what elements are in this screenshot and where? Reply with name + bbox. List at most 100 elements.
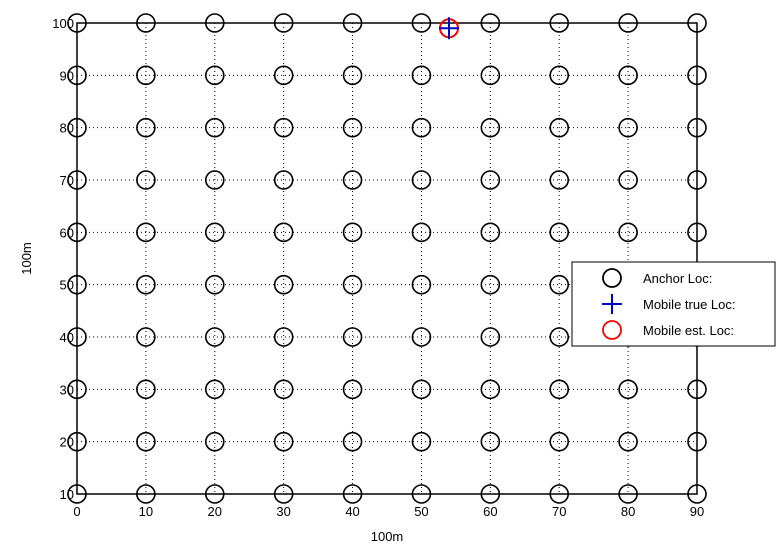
anchor-marker <box>136 274 156 295</box>
anchor-marker <box>136 170 156 190</box>
anchor-marker <box>411 274 432 295</box>
y-tick-label: 10 <box>60 487 74 502</box>
anchor-marker <box>480 431 501 452</box>
anchor-marker <box>342 379 363 400</box>
legend-circle-marker <box>602 320 622 340</box>
anchor-marker <box>136 13 156 33</box>
y-tick-label: 30 <box>60 382 74 397</box>
grid-layer <box>77 23 697 494</box>
x-tick-label: 50 <box>414 504 428 519</box>
anchor-marker <box>549 431 570 452</box>
legend-entry: Mobile true Loc: <box>602 294 736 314</box>
x-tick-label: 0 <box>73 504 80 519</box>
anchor-marker <box>411 170 432 190</box>
anchor-marker <box>273 170 294 190</box>
anchor-marker <box>411 484 432 504</box>
anchor-marker <box>342 222 363 243</box>
legend-entry: Mobile est. Loc: <box>602 320 734 340</box>
anchor-marker <box>67 13 87 33</box>
anchor-marker <box>136 327 156 347</box>
anchor-marker <box>204 13 225 33</box>
anchor-marker <box>480 222 501 243</box>
y-tick-label: 70 <box>60 173 74 188</box>
anchor-marker <box>136 379 156 400</box>
anchor-marker <box>273 484 294 504</box>
anchor-marker <box>342 431 363 452</box>
legend-label: Mobile est. Loc: <box>643 323 734 338</box>
y-tick-label: 50 <box>60 278 74 293</box>
anchor-marker <box>618 379 638 400</box>
x-tick-label: 90 <box>690 504 704 519</box>
anchor-marker <box>273 379 294 400</box>
anchor-marker <box>480 274 501 295</box>
anchor-marker <box>687 65 707 86</box>
y-tick-label: 90 <box>60 68 74 83</box>
anchor-marker <box>618 117 638 138</box>
legend-label: Mobile true Loc: <box>643 297 736 312</box>
anchor-marker <box>273 222 294 243</box>
anchor-marker <box>480 327 501 347</box>
anchor-marker <box>204 379 225 400</box>
anchor-marker <box>204 431 225 452</box>
anchor-marker <box>136 117 156 138</box>
anchor-marker <box>273 13 294 33</box>
y-tick-label: 60 <box>60 225 74 240</box>
anchor-marker <box>273 431 294 452</box>
anchor-marker <box>687 170 707 190</box>
anchor-marker <box>136 65 156 86</box>
anchor-marker <box>411 379 432 400</box>
anchor-marker <box>480 484 501 504</box>
y-tick-label: 100 <box>52 16 74 31</box>
anchor-marker <box>549 274 570 295</box>
anchor-marker <box>204 222 225 243</box>
anchor-marker <box>687 13 707 33</box>
anchor-marker <box>67 65 87 86</box>
anchor-marker <box>480 379 501 400</box>
x-tick-label: 30 <box>276 504 290 519</box>
anchor-marker <box>687 222 707 243</box>
anchor-marker <box>549 379 570 400</box>
anchor-marker <box>618 431 638 452</box>
anchor-marker <box>67 379 87 400</box>
legend-label: Anchor Loc: <box>643 271 712 286</box>
x-tick-label: 80 <box>621 504 635 519</box>
anchor-marker <box>480 65 501 86</box>
anchor-marker <box>687 379 707 400</box>
x-axis-label: 100m <box>371 529 404 544</box>
anchor-marker <box>342 170 363 190</box>
axes-box <box>76 22 698 495</box>
y-tick-label: 80 <box>60 121 74 136</box>
anchor-marker <box>411 222 432 243</box>
x-tick-label: 20 <box>208 504 222 519</box>
anchor-marker <box>273 65 294 86</box>
anchor-marker <box>549 222 570 243</box>
anchor-marker <box>411 117 432 138</box>
anchor-marker <box>342 274 363 295</box>
legend-circle-marker <box>602 268 622 288</box>
anchor-marker <box>549 65 570 86</box>
anchor-marker <box>342 484 363 504</box>
mobile-layer <box>439 17 459 40</box>
anchor-marker <box>204 327 225 347</box>
anchor-marker <box>687 484 707 504</box>
y-tick-label: 40 <box>60 330 74 345</box>
anchor-marker <box>67 327 87 347</box>
anchor-marker <box>204 65 225 86</box>
anchor-marker <box>549 13 570 33</box>
anchor-marker <box>687 431 707 452</box>
anchor-marker <box>204 117 225 138</box>
mobile-true-marker <box>439 17 459 40</box>
anchor-layer <box>67 13 707 504</box>
anchor-marker <box>687 117 707 138</box>
anchor-marker <box>273 274 294 295</box>
anchor-marker <box>204 484 225 504</box>
anchor-marker <box>67 222 87 243</box>
anchor-marker <box>618 222 638 243</box>
anchor-marker <box>204 170 225 190</box>
x-tick-label: 10 <box>139 504 153 519</box>
anchor-marker <box>549 484 570 504</box>
